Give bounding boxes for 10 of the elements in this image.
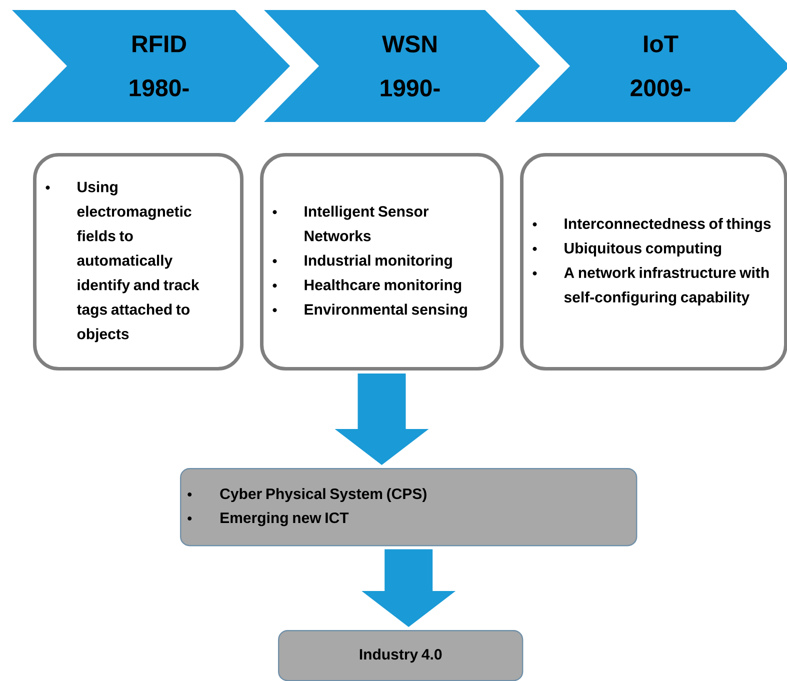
block-arrow [362,549,456,627]
process-box: Cyber Physical System (CPS) Emerging new ICT [180,468,638,546]
chevron-banner: IoT 2009- [515,10,787,122]
process-box: Industry 4.0 [278,630,524,681]
chevron-banner: RFID 1980- [12,10,290,122]
rounded-box: Using electromagnetic fields to automatically identify and track tags attached to objects [33,153,244,370]
rounded-box: Interconnectedness of things Ubiquitous computing A network infrastructure with self-configuring capability [520,153,787,370]
block-arrow [334,374,429,465]
chevron-banner: WSN 1990- [264,10,540,122]
rounded-box: Intelligent Sensor Networks Industrial monitoring Healthcare monitoring Environmental sensing [260,153,504,370]
